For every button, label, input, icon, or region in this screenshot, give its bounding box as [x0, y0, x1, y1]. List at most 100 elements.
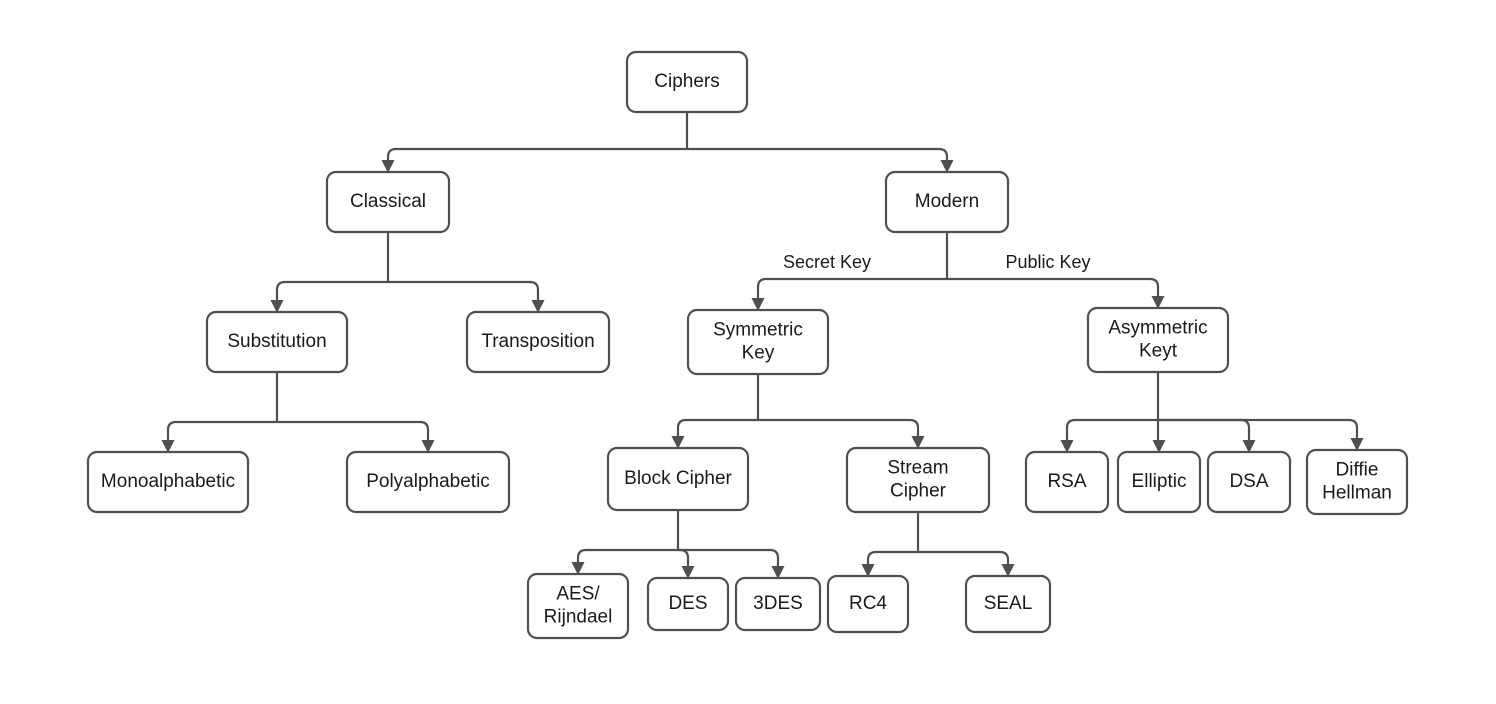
edges-layer: [161, 112, 1364, 579]
node-box[interactable]: [625, 50, 749, 114]
edge-arrowhead: [1152, 440, 1166, 453]
edge-line: [386, 147, 687, 160]
node-box[interactable]: [686, 308, 830, 376]
edge-line: [1158, 418, 1251, 440]
edge-arrowhead: [911, 436, 925, 449]
node-label: SEAL: [984, 593, 1033, 614]
edge-arrowhead: [1242, 440, 1256, 453]
node-polyalphabetic[interactable]: Polyalphabetic: [345, 450, 511, 514]
node-aes[interactable]: AES/Rijndael: [526, 572, 630, 640]
node-seal[interactable]: SEAL: [964, 574, 1052, 634]
diagram-edge: [751, 277, 947, 311]
node-classical[interactable]: Classical: [325, 170, 451, 234]
node-box[interactable]: [646, 576, 730, 632]
edge-line: [678, 548, 690, 566]
diagram-edge: [1152, 420, 1166, 453]
diagram-edge: [381, 147, 687, 173]
edge-line: [576, 548, 678, 562]
node-box[interactable]: [734, 576, 822, 632]
edge-labels-layer: Secret Key Public Key: [783, 252, 1091, 272]
node-label: Modern: [915, 191, 979, 212]
diagram-edge: [161, 420, 277, 453]
node-label: Transposition: [481, 331, 594, 352]
node-box[interactable]: [1024, 450, 1110, 514]
node-elliptic[interactable]: Elliptic: [1116, 450, 1202, 514]
node-box[interactable]: [1086, 306, 1230, 374]
edge-line: [1065, 418, 1158, 440]
edge-line: [687, 147, 949, 160]
node-blockcipher[interactable]: Block Cipher: [606, 446, 750, 512]
edge-line: [1158, 418, 1359, 438]
node-label: DSA: [1229, 471, 1268, 492]
node-box[interactable]: [845, 446, 991, 514]
node-box[interactable]: [325, 170, 451, 234]
node-label: Monoalphabetic: [101, 471, 235, 492]
node-substitution[interactable]: Substitution: [205, 310, 349, 374]
secret-key-label: Secret Key: [783, 252, 871, 272]
node-box[interactable]: [526, 572, 630, 640]
diagram-edge: [947, 277, 1165, 309]
diagram-edge: [1158, 418, 1364, 451]
edge-line: [866, 550, 918, 564]
node-box[interactable]: [205, 310, 349, 374]
edge-arrowhead: [940, 160, 954, 173]
diagram-edge: [270, 280, 388, 313]
node-label: DES: [668, 593, 707, 614]
edge-arrowhead: [1350, 438, 1364, 451]
edge-line: [277, 420, 430, 440]
node-box[interactable]: [86, 450, 250, 514]
edge-arrowhead: [751, 298, 765, 311]
node-label: Ciphers: [654, 71, 719, 92]
node-ciphers[interactable]: Ciphers: [625, 50, 749, 114]
public-key-label: Public Key: [1005, 252, 1090, 272]
node-label: AES/Rijndael: [544, 584, 613, 628]
edge-arrowhead: [381, 160, 395, 173]
node-box[interactable]: [1206, 450, 1292, 514]
node-label: Substitution: [227, 331, 326, 352]
edge-arrowhead: [270, 300, 284, 313]
edge-arrowhead: [571, 562, 585, 575]
node-box[interactable]: [826, 574, 910, 634]
node-label: 3DES: [753, 593, 803, 614]
edge-arrowhead: [1001, 564, 1015, 577]
edge-arrowhead: [681, 566, 695, 579]
node-modern[interactable]: Modern: [884, 170, 1010, 234]
node-box[interactable]: [1305, 448, 1409, 516]
diagram-edge: [1158, 418, 1256, 453]
node-box[interactable]: [465, 310, 611, 374]
node-transposition[interactable]: Transposition: [465, 310, 611, 374]
diagram-edge: [918, 550, 1015, 577]
node-box[interactable]: [1116, 450, 1202, 514]
edge-arrowhead: [671, 436, 685, 449]
node-box[interactable]: [884, 170, 1010, 234]
node-dsa[interactable]: DSA: [1206, 450, 1292, 514]
edge-line: [388, 280, 540, 300]
node-des[interactable]: DES: [646, 576, 730, 632]
node-rc4[interactable]: RC4: [826, 574, 910, 634]
diagram-edge: [687, 147, 954, 173]
edge-arrowhead: [421, 440, 435, 453]
diagram-edge: [277, 420, 435, 453]
node-rsa[interactable]: RSA: [1024, 450, 1110, 514]
node-label: Elliptic: [1132, 471, 1187, 492]
node-tripledes[interactable]: 3DES: [734, 576, 822, 632]
node-box[interactable]: [345, 450, 511, 514]
node-label: RC4: [849, 593, 887, 614]
node-monoalphabetic[interactable]: Monoalphabetic: [86, 450, 250, 514]
node-box[interactable]: [606, 446, 750, 512]
node-box[interactable]: [964, 574, 1052, 634]
edge-arrowhead: [861, 564, 875, 577]
edge-line: [918, 550, 1010, 564]
diagram-edge: [758, 418, 925, 449]
edge-line: [676, 418, 758, 436]
diagram-edge: [388, 280, 545, 313]
edge-arrowhead: [771, 566, 785, 579]
